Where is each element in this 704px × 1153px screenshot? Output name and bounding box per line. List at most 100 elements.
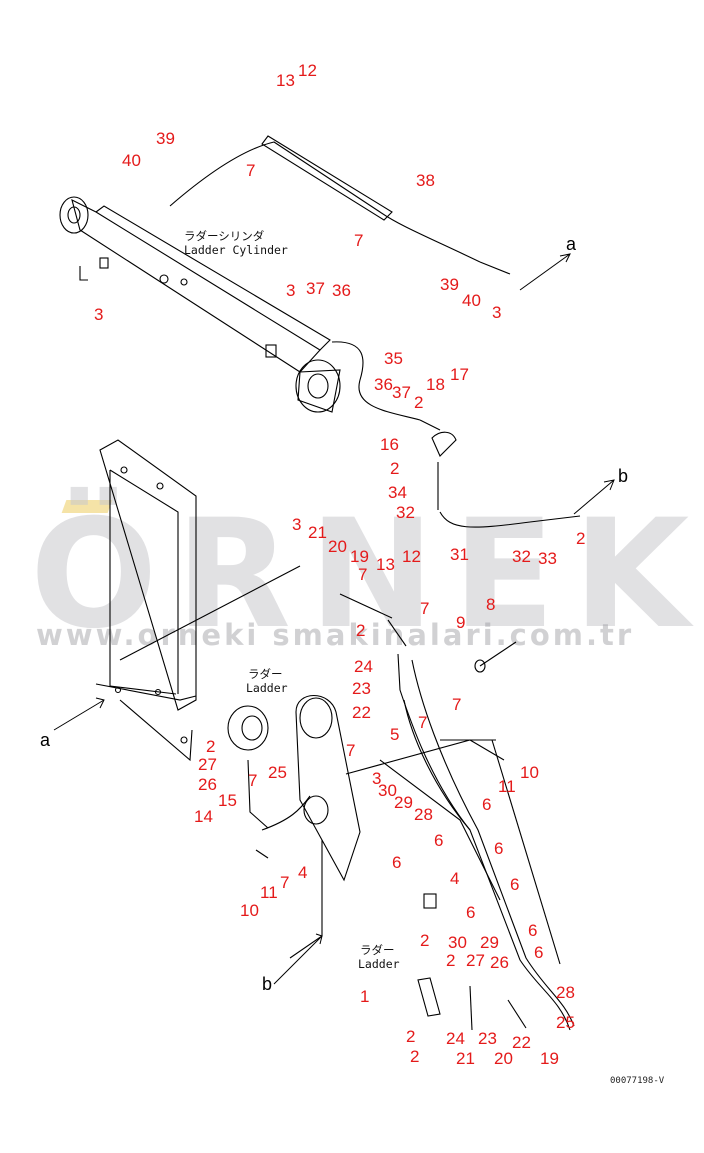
- upper-hose: [169, 141, 481, 263]
- part-callout-19: 19: [540, 1049, 559, 1068]
- part-callout-28: 28: [556, 983, 575, 1002]
- part-callout-22: 22: [352, 703, 371, 722]
- part-callout-6: 6: [534, 943, 543, 962]
- part-callout-7: 7: [280, 873, 289, 892]
- part-callout-3: 3: [492, 303, 501, 322]
- part-callout-12: 12: [298, 61, 317, 80]
- part-callout-2: 2: [390, 459, 399, 478]
- part-callout-39: 39: [440, 275, 459, 294]
- part-callout-19: 19: [350, 547, 369, 566]
- part-callout-6: 6: [466, 903, 475, 922]
- part-callout-34: 34: [388, 483, 407, 502]
- part-callout-6: 6: [528, 921, 537, 940]
- part-callout-1: 1: [360, 987, 369, 1006]
- part-callout-30: 30: [448, 933, 467, 952]
- ladder-cylinder: [59, 196, 341, 413]
- part-callout-3: 3: [286, 281, 295, 300]
- marker-b-right: b: [618, 466, 628, 486]
- part-callout-27: 27: [198, 755, 217, 774]
- part-callout-18: 18: [426, 375, 445, 394]
- part-callout-37: 37: [306, 279, 325, 298]
- part-callout-7: 7: [246, 161, 255, 180]
- part-callout-6: 6: [494, 839, 503, 858]
- part-callout-30: 30: [378, 781, 397, 800]
- part-callout-17: 17: [450, 365, 469, 384]
- part-callout-3: 3: [372, 769, 381, 788]
- part-callout-2: 2: [420, 931, 429, 950]
- part-callout-14: 14: [194, 807, 213, 826]
- part-callout-13: 13: [276, 71, 295, 90]
- part-callout-11: 11: [498, 777, 516, 796]
- part-callout-7: 7: [248, 771, 257, 790]
- ladder-label-1-en: Ladder: [246, 681, 288, 695]
- part-callout-21: 21: [308, 523, 327, 542]
- part-callout-29: 29: [394, 793, 413, 812]
- part-callout-20: 20: [328, 537, 347, 556]
- part-callout-6: 6: [434, 831, 443, 850]
- part-callout-12: 12: [402, 547, 421, 566]
- ladder-frame: [95, 439, 197, 762]
- part-callout-39: 39: [156, 129, 175, 148]
- part-callout-27: 27: [466, 951, 485, 970]
- marker-b-bottom: b: [262, 974, 272, 994]
- part-callout-6: 6: [482, 795, 491, 814]
- watermark-url: www.orneki smakinalari.com.tr: [36, 618, 635, 652]
- part-callout-25: 25: [556, 1013, 575, 1032]
- ladder-cylinder-label-en: Ladder Cylinder: [184, 243, 288, 257]
- watermark-brand: ÖRNEK: [30, 488, 704, 662]
- part-callout-29: 29: [480, 933, 499, 952]
- part-callout-2: 2: [410, 1047, 419, 1066]
- part-callout-21: 21: [456, 1049, 475, 1068]
- part-callout-3: 3: [292, 515, 301, 534]
- ladder-cylinder-label-jp: ラダーシリンダ: [184, 229, 265, 243]
- ladder-label-2-en: Ladder: [358, 957, 400, 971]
- section-markers: a b a b: [40, 234, 628, 994]
- part-callouts: 13 12 39 40 7 38 7 3 39 40 3 3 37 36 35 …: [94, 61, 585, 1068]
- marker-a-top: a: [566, 234, 577, 254]
- part-callout-7: 7: [418, 713, 427, 732]
- part-callout-36: 36: [332, 281, 351, 300]
- part-callout-8: 8: [486, 595, 495, 614]
- part-callout-32: 32: [512, 547, 531, 566]
- part-callout-22: 22: [512, 1033, 531, 1052]
- part-callout-10: 10: [520, 763, 539, 782]
- marker-a-left: a: [40, 730, 51, 750]
- part-callout-11: 11: [260, 883, 278, 902]
- part-callout-38: 38: [416, 171, 435, 190]
- part-callout-40: 40: [462, 291, 481, 310]
- part-callout-2: 2: [356, 621, 365, 640]
- part-callout-7: 7: [358, 565, 367, 584]
- ladder-label-1-jp: ラダー: [248, 667, 283, 681]
- part-callout-20: 20: [494, 1049, 513, 1068]
- ladder-label-2-jp: ラダー: [360, 943, 395, 957]
- part-callout-10: 10: [240, 901, 259, 920]
- part-callout-9: 9: [456, 613, 465, 632]
- part-callout-4: 4: [450, 869, 459, 888]
- part-callout-2: 2: [576, 529, 585, 548]
- part-callout-31: 31: [450, 545, 469, 564]
- part-callout-23: 23: [352, 679, 371, 698]
- part-callout-28: 28: [414, 805, 433, 824]
- part-callout-24: 24: [354, 657, 373, 676]
- part-callout-7: 7: [420, 599, 429, 618]
- part-callout-40: 40: [122, 151, 141, 170]
- part-callout-33: 33: [538, 549, 557, 568]
- part-callout-7: 7: [354, 231, 363, 250]
- part-callout-7: 7: [346, 741, 355, 760]
- part-callout-5: 5: [390, 725, 399, 744]
- part-callout-25: 25: [268, 763, 287, 782]
- part-callout-37: 37: [392, 383, 411, 402]
- part-callout-13: 13: [376, 555, 395, 574]
- part-callout-23: 23: [478, 1029, 497, 1048]
- part-callout-26: 26: [198, 775, 217, 794]
- part-callout-6: 6: [392, 853, 401, 872]
- part-callout-2: 2: [446, 951, 455, 970]
- part-callout-6: 6: [510, 875, 519, 894]
- part-callout-16: 16: [380, 435, 399, 454]
- part-callout-3: 3: [94, 305, 103, 324]
- part-callout-15: 15: [218, 791, 237, 810]
- document-code: 00077198-V: [610, 1076, 665, 1086]
- part-callout-2: 2: [406, 1027, 415, 1046]
- part-callout-7: 7: [452, 695, 461, 714]
